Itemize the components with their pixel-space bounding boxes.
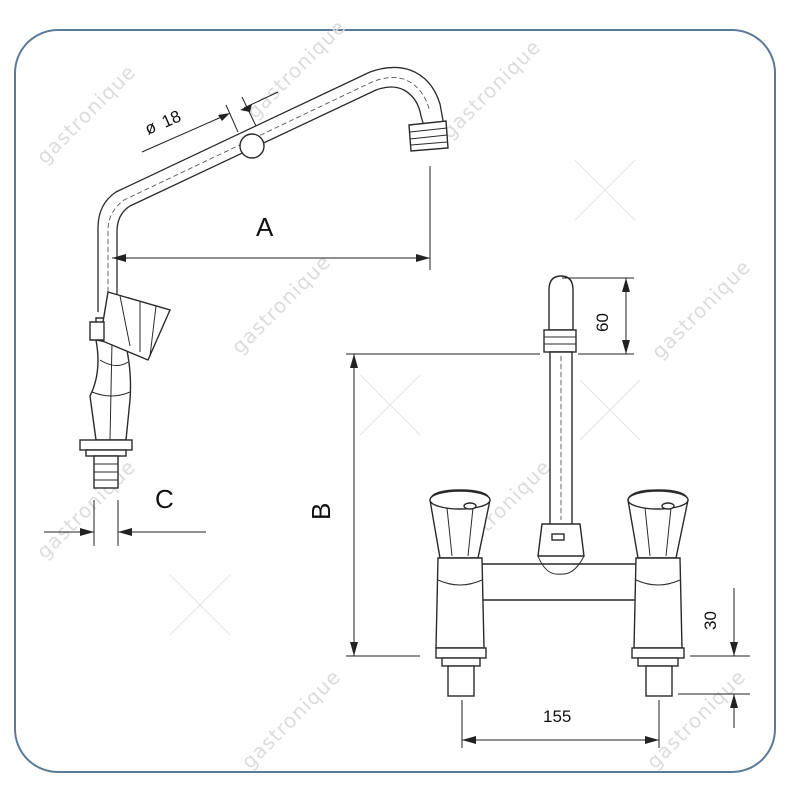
watermark-text: gastronique: [437, 35, 546, 144]
left-supply-connector: [447, 665, 475, 697]
right-base-nut: [637, 657, 679, 667]
arrow: [80, 528, 94, 536]
dimension-spacing: 155: [461, 700, 660, 748]
right-supply-connector: [645, 665, 673, 697]
cross-bar: [464, 563, 658, 601]
arrow: [730, 694, 738, 708]
right-base-flange: [631, 647, 685, 659]
left-base-nut: [441, 657, 481, 667]
left-handle-index: [463, 502, 477, 510]
spacing-label: 155: [543, 707, 571, 726]
right-tap-body: [633, 557, 683, 649]
swivel-joint: [537, 555, 585, 575]
arrow: [416, 254, 430, 262]
watermark-text: gastronique: [32, 60, 141, 169]
body-contour: [437, 579, 483, 586]
dimension-c: C: [44, 484, 206, 546]
arrow: [462, 736, 476, 744]
body-contour: [635, 579, 681, 586]
arrow: [218, 113, 230, 121]
watermark-cross: [574, 159, 636, 221]
arrow: [730, 642, 738, 656]
dim-line: [141, 114, 227, 153]
left-base-flange: [435, 647, 487, 659]
arrow: [240, 104, 252, 112]
dimension-label-a: A: [256, 212, 274, 242]
spout-aerator: [543, 329, 577, 353]
dimension-label-c: C: [155, 484, 174, 514]
spout-arm-outer: [97, 66, 445, 312]
connector-height-label: 30: [701, 611, 720, 630]
body-contour: [91, 391, 131, 397]
base-nut: [85, 449, 127, 457]
swivel-screw: [551, 533, 565, 541]
side-view: [79, 66, 449, 489]
spout-height-label: 60: [593, 313, 612, 332]
front-view: [429, 275, 689, 697]
arrow: [350, 642, 358, 656]
spout-center-line: [107, 77, 431, 300]
right-handle-index: [661, 502, 675, 510]
right-handle-cap: [627, 490, 689, 510]
diameter-symbol: ø: [142, 117, 159, 139]
spout-section-ring: [239, 133, 265, 159]
arrow: [622, 278, 630, 292]
watermark-text: gastronique: [227, 250, 336, 359]
aerator-line: [410, 141, 448, 146]
left-handle-cap: [429, 490, 491, 510]
watermark-text: gastronique: [647, 255, 756, 364]
arrow: [118, 528, 132, 536]
diameter-label: 18: [159, 107, 184, 132]
handle-pin: [89, 321, 105, 341]
watermark-text: gastronique: [237, 665, 346, 774]
watermark-cross: [359, 374, 421, 436]
left-tap-body: [435, 557, 485, 649]
dimension-a: A: [112, 166, 431, 270]
spout-arm-inner: [116, 86, 425, 312]
body-center: [109, 341, 113, 441]
dimension-spout-height: 60: [562, 277, 634, 355]
base-flange: [79, 439, 133, 451]
dimension-label-b: B: [306, 503, 336, 520]
arrow: [645, 736, 659, 744]
watermark-text: gastronique: [32, 455, 141, 564]
dimension-connector-height: 30: [678, 588, 750, 728]
spout-top: [548, 275, 574, 331]
watermark-cross: [579, 379, 641, 441]
dimension-b: B: [306, 353, 540, 657]
aerator-line: [409, 127, 448, 133]
arrow: [350, 354, 358, 368]
arrow: [622, 340, 630, 354]
extension-line: [225, 104, 239, 133]
body-contour: [99, 359, 129, 366]
aerator-line: [409, 134, 448, 140]
handle-facet: [149, 305, 157, 357]
arrow: [112, 254, 126, 262]
handle-facet: [119, 295, 131, 347]
watermark-cross: [169, 574, 231, 636]
